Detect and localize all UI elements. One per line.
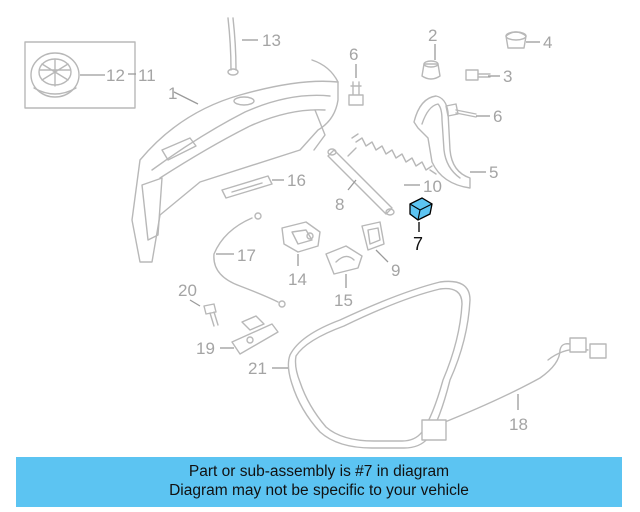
callout-11: 11 <box>138 66 156 85</box>
part-2-bumper <box>421 60 441 80</box>
part-6-bolt-upper <box>348 81 364 106</box>
callout-6b: 6 <box>493 107 502 126</box>
part-14-latch <box>281 221 321 253</box>
banner-line-part: Part or sub-assembly is #7 in diagram <box>188 463 450 480</box>
callout-2: 2 <box>428 26 437 45</box>
part-4-grommet <box>505 31 527 49</box>
callout-10: 10 <box>423 177 442 196</box>
part-10-spring <box>351 133 437 175</box>
callout-4: 4 <box>543 33 552 52</box>
callout-20: 20 <box>178 281 197 300</box>
part-19-bracket <box>231 315 279 355</box>
callout-18: 18 <box>509 415 528 434</box>
callout-1: 1 <box>168 84 177 103</box>
part-6-bolt-right <box>445 103 477 118</box>
callout-3: 3 <box>503 67 512 86</box>
callout-17: 17 <box>237 246 256 265</box>
part-9-bracket <box>361 221 385 251</box>
part-20-bolt <box>203 303 219 327</box>
callout-5: 5 <box>489 163 498 182</box>
part-7-highlighted <box>409 197 433 221</box>
parts-diagram: 12 11 1 13 6 2 3 <box>24 17 607 449</box>
banner-line-disclaimer: Diagram may not be specific to your vehi… <box>169 482 469 499</box>
part-1-trunk-lid <box>131 59 339 263</box>
callout-16: 16 <box>287 171 306 190</box>
part-17-cable <box>213 212 286 308</box>
part-12-emblem <box>24 41 136 109</box>
callout-19: 19 <box>196 339 215 358</box>
callout-21: 21 <box>248 359 267 378</box>
part-15-striker <box>325 245 363 275</box>
callout-7: 7 <box>413 234 423 254</box>
info-banner: Part or sub-assembly is #7 in diagram Di… <box>16 457 622 507</box>
callout-8: 8 <box>335 195 344 214</box>
callout-9: 9 <box>391 261 400 280</box>
part-18-harness <box>421 337 607 441</box>
part-5-hinge <box>413 95 471 189</box>
part-13-rod <box>227 17 239 76</box>
callout-14: 14 <box>288 270 307 289</box>
part-8-strut <box>327 147 395 216</box>
callout-12: 12 <box>106 66 125 85</box>
part-3-clip <box>465 69 491 81</box>
part-16-bracket <box>221 175 273 199</box>
part-21-seal <box>287 280 471 449</box>
callout-13: 13 <box>262 31 281 50</box>
callout-6a: 6 <box>349 45 358 64</box>
callout-15: 15 <box>334 291 353 310</box>
